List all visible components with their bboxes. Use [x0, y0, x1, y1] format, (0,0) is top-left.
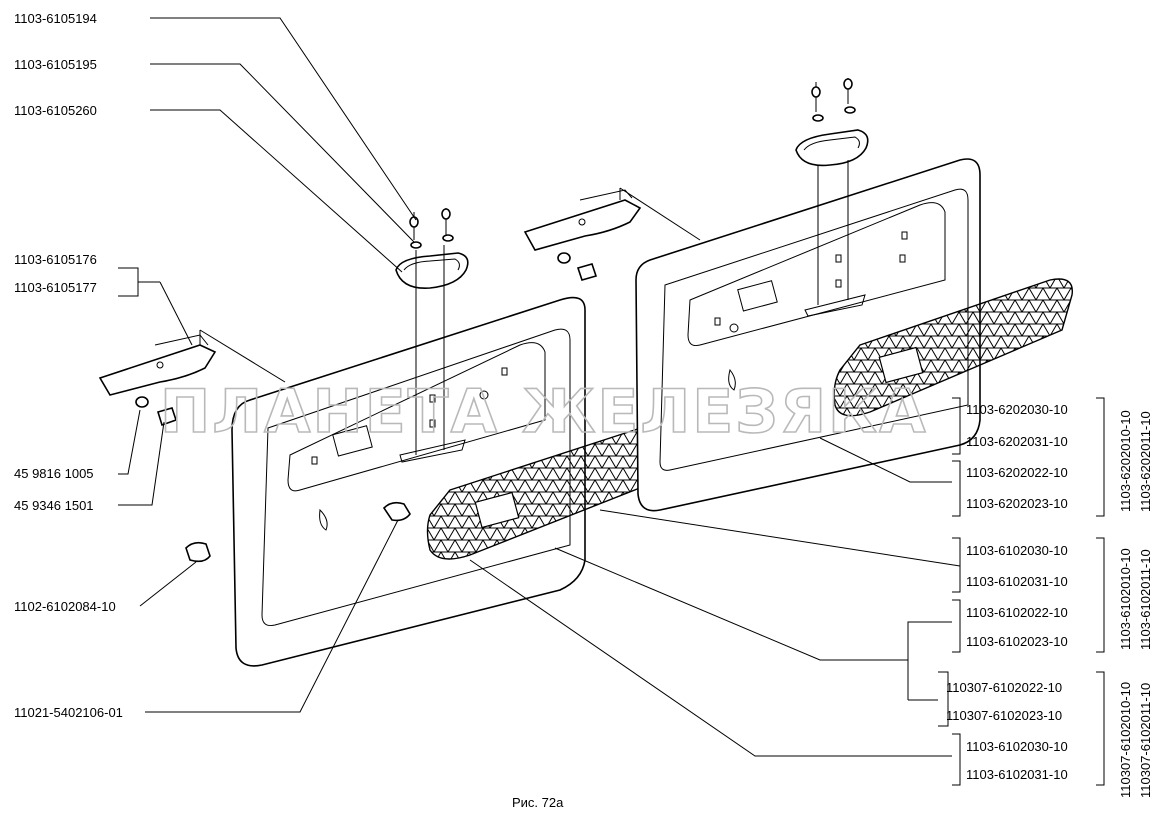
label-110307-6102022-10: 110307-6102022-10	[946, 680, 1062, 695]
label-1103-6105176: 1103-6105176	[14, 252, 97, 267]
vlabel-1103-6202011-10: 1103-6202011-10	[1138, 411, 1153, 512]
vlabel-110307-6102010-10: 110307-6102010-10	[1118, 682, 1133, 798]
label-1103-6105177: 1103-6105177	[14, 280, 97, 295]
label-1103-6202030-10: 1103-6202030-10	[966, 402, 1068, 417]
label-1103-6102030-10-b: 1103-6102030-10	[966, 739, 1068, 754]
left-labels: 1103-6105194 1103-6105195 1103-6105260 1…	[14, 11, 123, 720]
vlabel-110307-6102011-10: 110307-6102011-10	[1138, 683, 1153, 798]
label-1103-6102030-10-a: 1103-6102030-10	[966, 543, 1068, 558]
label-1103-6202022-10: 1103-6202022-10	[966, 465, 1068, 480]
left-door-panel	[231, 296, 674, 667]
left-armrest-handle	[395, 208, 469, 455]
watermark: ПЛАНЕТА ЖЕЛЕЗЯКА	[160, 377, 928, 447]
left-bracket	[98, 329, 411, 563]
vertical-labels: 1103-6202010-10 1103-6202011-10 1103-610…	[1118, 410, 1153, 798]
label-45-9816-1005: 45 9816 1005	[14, 466, 94, 481]
label-1103-6105194: 1103-6105194	[14, 11, 97, 26]
vlabel-1103-6202010-10: 1103-6202010-10	[1118, 410, 1133, 512]
label-1103-6202023-10: 1103-6202023-10	[966, 496, 1068, 511]
label-1102-6102084-10: 1102-6102084-10	[14, 599, 116, 614]
right-door-panel	[635, 158, 1074, 512]
label-110307-6102023-10: 110307-6102023-10	[946, 708, 1062, 723]
label-45-9346-1501: 45 9346 1501	[14, 498, 94, 513]
label-11021-5402106-01: 11021-5402106-01	[14, 705, 123, 720]
right-armrest-handle	[795, 78, 869, 305]
label-1103-6102023-10: 1103-6102023-10	[966, 634, 1068, 649]
label-1103-6102031-10-a: 1103-6102031-10	[966, 574, 1068, 589]
leader-lines	[118, 17, 1105, 786]
label-1103-6102022-10: 1103-6102022-10	[966, 605, 1068, 620]
figure-caption: Рис. 72а	[512, 795, 564, 810]
label-1103-6102031-10-b: 1103-6102031-10	[966, 767, 1068, 782]
right-bracket	[523, 187, 701, 281]
label-1103-6202031-10: 1103-6202031-10	[966, 434, 1068, 449]
right-labels: 1103-6202030-10 1103-6202031-10 1103-620…	[946, 402, 1068, 782]
label-1103-6105195: 1103-6105195	[14, 57, 97, 72]
vlabel-1103-6102010-10: 1103-6102010-10	[1118, 548, 1133, 650]
label-1103-6105260: 1103-6105260	[14, 103, 97, 118]
vlabel-1103-6102011-10: 1103-6102011-10	[1138, 549, 1153, 650]
